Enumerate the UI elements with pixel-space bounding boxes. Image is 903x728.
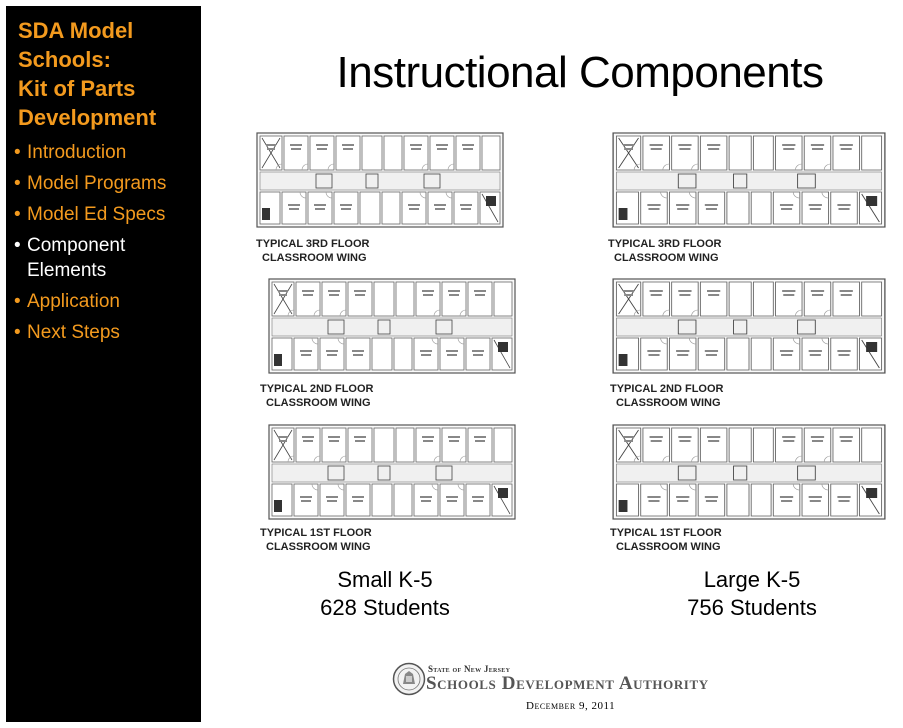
plan-label-line: TYPICAL 1ST FLOOR	[260, 527, 372, 539]
caption-students: 756 Students	[687, 595, 817, 620]
nav-item-label-cont: Elements	[27, 260, 107, 281]
plan-label-line: TYPICAL 3RD FLOOR	[256, 238, 370, 250]
floor-plan-large-1st	[612, 424, 886, 520]
sidebar-title-line: SDA Model	[18, 18, 134, 43]
plan-label-large-1st: TYPICAL 1ST FLOOR CLASSROOM WING	[610, 526, 722, 554]
bullet-icon: •	[14, 142, 21, 163]
floor-plan-small-2nd	[268, 278, 516, 374]
nj-seal-icon	[392, 662, 426, 696]
plan-label-line: TYPICAL 1ST FLOOR	[610, 527, 722, 539]
sidebar-title: SDA Model Schools: Kit of Parts Developm…	[18, 16, 198, 132]
sidebar: SDA Model Schools: Kit of Parts Developm…	[6, 6, 201, 722]
nav-item-label: Introduction	[27, 142, 127, 163]
plan-label-line: TYPICAL 3RD FLOOR	[608, 238, 722, 250]
plan-label-line: CLASSROOM WING	[616, 541, 721, 553]
floor-plan-large-3rd	[612, 132, 886, 228]
caption-name: Large K-5	[703, 567, 801, 592]
nav-item-next-steps[interactable]: • Next Steps	[14, 320, 199, 345]
plan-label-line: CLASSROOM WING	[616, 397, 721, 409]
caption-large-k5: Large K-5 756 Students	[652, 566, 852, 622]
plan-label-small-3rd: TYPICAL 3RD FLOOR CLASSROOM WING	[256, 237, 369, 265]
plan-label-line: TYPICAL 2ND FLOOR	[260, 383, 374, 395]
nav-item-model-ed-specs[interactable]: • Model Ed Specs	[14, 202, 199, 227]
nav-item-label: Application	[27, 291, 120, 312]
footer-state-line: State of New Jersey	[428, 664, 511, 674]
footer-authority: Schools Development Authority	[426, 673, 709, 694]
floor-plan-large-2nd	[612, 278, 886, 374]
bullet-icon: •	[14, 235, 21, 256]
plan-label-small-1st: TYPICAL 1ST FLOOR CLASSROOM WING	[260, 526, 372, 554]
plan-label-small-2nd: TYPICAL 2ND FLOOR CLASSROOM WING	[260, 382, 373, 410]
caption-students: 628 Students	[320, 595, 450, 620]
nav-item-label: Model Programs	[27, 173, 167, 194]
plan-label-large-3rd: TYPICAL 3RD FLOOR CLASSROOM WING	[608, 237, 721, 265]
caption-small-k5: Small K-5 628 Students	[285, 566, 485, 622]
nav-item-label: Next Steps	[27, 322, 120, 343]
nav-item-introduction[interactable]: • Introduction	[14, 140, 199, 165]
footer-date: December 9, 2011	[526, 700, 616, 712]
sidebar-title-line: Kit of Parts	[18, 76, 136, 101]
plan-label-line: CLASSROOM WING	[614, 252, 719, 264]
plan-label-large-2nd: TYPICAL 2ND FLOOR CLASSROOM WING	[610, 382, 723, 410]
floor-plan-small-1st	[268, 424, 516, 520]
sidebar-title-line: Schools:	[18, 47, 111, 72]
sidebar-title-line: Development	[18, 105, 157, 130]
bullet-icon: •	[14, 322, 21, 343]
page-title: Instructional Components	[336, 48, 824, 97]
bullet-icon: •	[14, 204, 21, 225]
nav-item-model-programs[interactable]: • Model Programs	[14, 171, 199, 196]
floor-plan-small-3rd	[256, 132, 504, 228]
nav-item-application[interactable]: • Application	[14, 289, 199, 314]
plan-label-line: TYPICAL 2ND FLOOR	[610, 383, 724, 395]
bullet-icon: •	[14, 291, 21, 312]
plan-label-line: CLASSROOM WING	[266, 541, 371, 553]
nav-item-label: Component	[27, 235, 126, 256]
caption-name: Small K-5	[337, 567, 433, 592]
plan-label-line: CLASSROOM WING	[262, 252, 367, 264]
bullet-icon: •	[14, 173, 21, 194]
plan-label-line: CLASSROOM WING	[266, 397, 371, 409]
nav-item-label: Model Ed Specs	[27, 204, 166, 225]
sidebar-nav: • Introduction • Model Programs • Model Ed …	[14, 140, 199, 351]
